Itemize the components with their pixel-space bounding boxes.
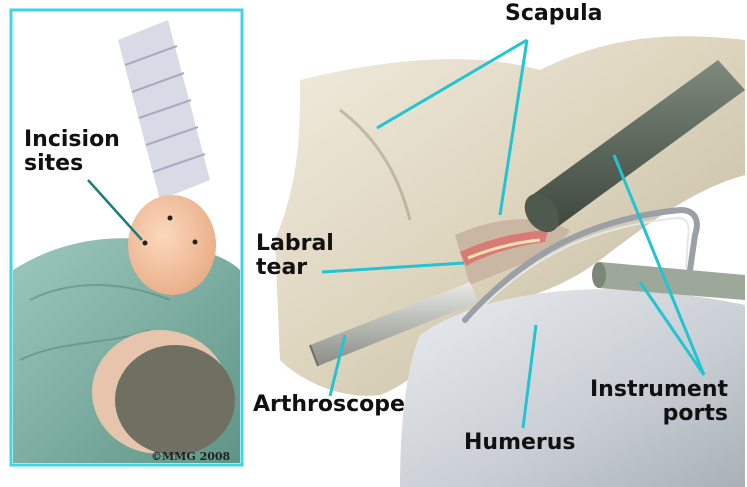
humerus-label: Humerus <box>464 431 576 455</box>
patient-hair <box>115 345 235 455</box>
inset-panel <box>11 10 242 465</box>
incision-sites-label: Incision sites <box>24 128 120 176</box>
arthroscope-label: Arthroscope <box>253 393 405 417</box>
shoulder-skin <box>128 195 216 295</box>
labral-tear-label: Labral tear <box>256 232 334 280</box>
copyright-notice: ©MMG 2008 <box>151 450 230 463</box>
scapula-label: Scapula <box>505 2 603 26</box>
instrument-ports-label: Instrument ports <box>590 378 728 426</box>
incision-dot <box>168 216 173 221</box>
incision-dot <box>143 241 148 246</box>
incision-dot <box>193 240 198 245</box>
